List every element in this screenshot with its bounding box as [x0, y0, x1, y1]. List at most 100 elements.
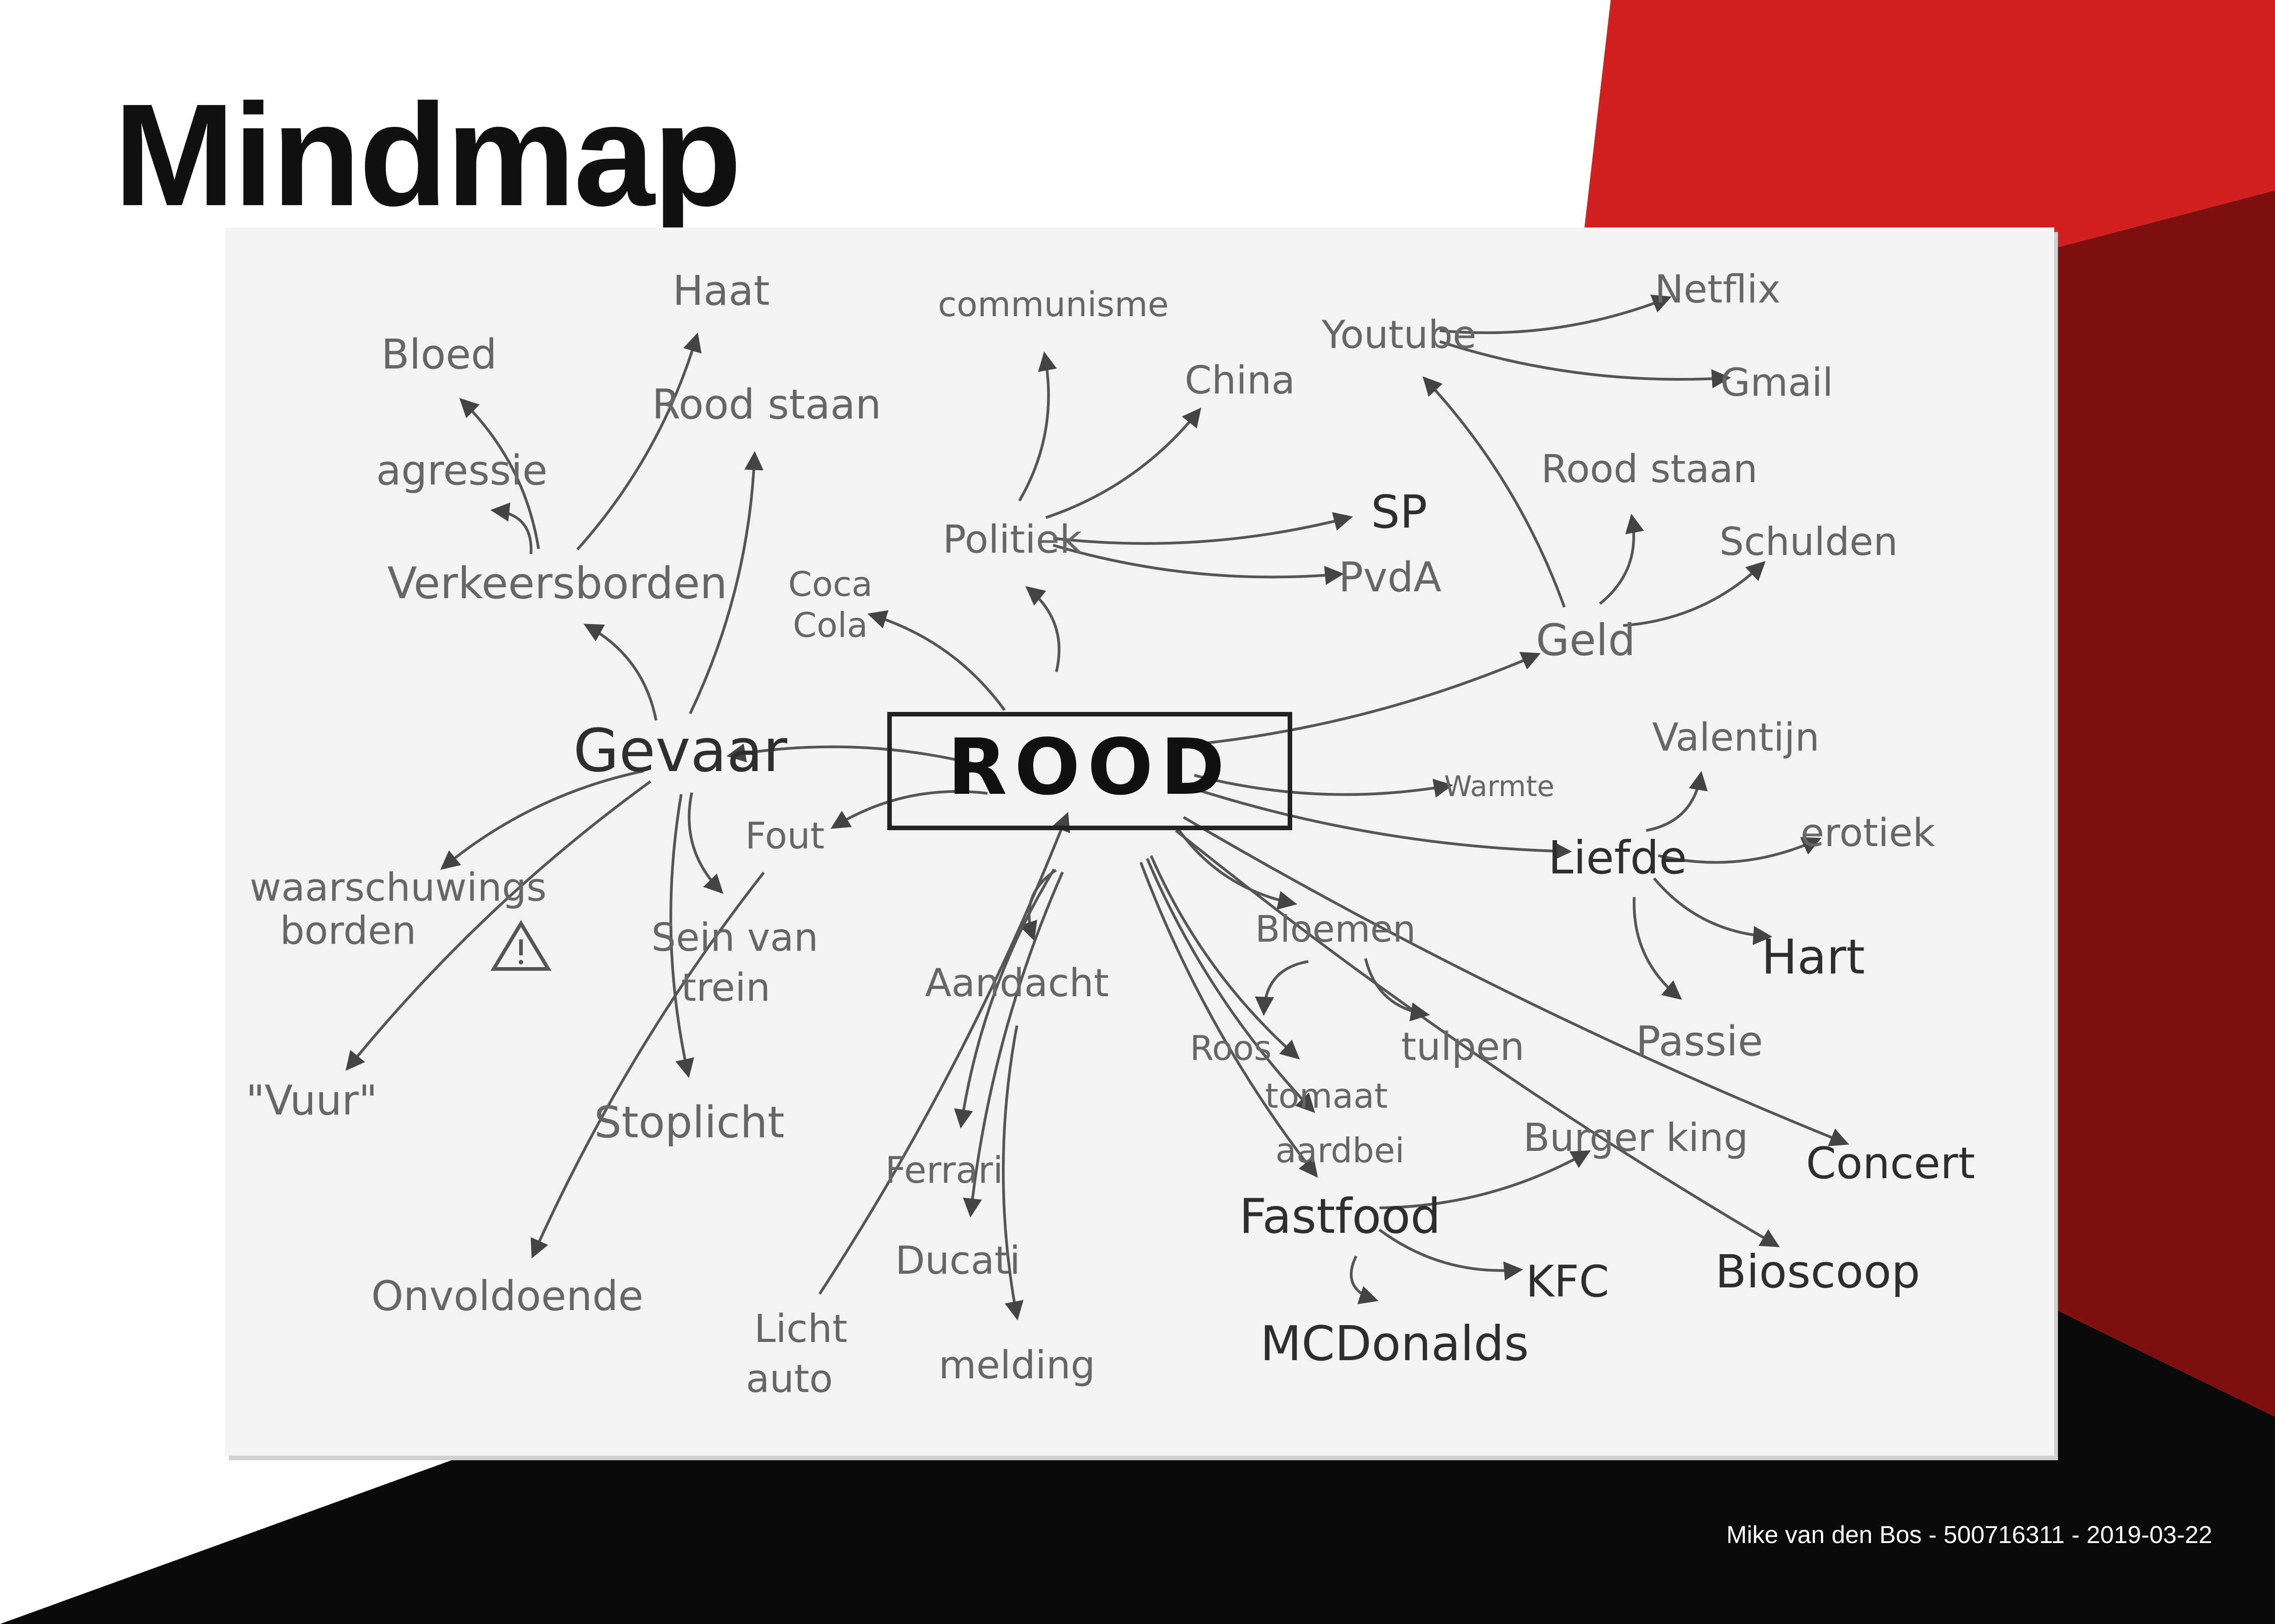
node-trein: trein	[681, 965, 770, 1010]
node-warmte: Warmte	[1444, 770, 1555, 803]
node-gevaar: Gevaar	[573, 716, 788, 785]
node-bioscoop: Bioscoop	[1715, 1245, 1921, 1298]
edge-liefde-valentijn	[1646, 771, 1708, 832]
edge-gevaar-roodstaan1	[689, 451, 763, 714]
node-gmail: Gmail	[1720, 360, 1833, 405]
edge-fout-onvoldoende	[531, 872, 765, 1259]
node-erotiek: erotiek	[1800, 811, 1935, 856]
edge-verkeersborden-haat	[576, 332, 702, 550]
node-liefde: Liefde	[1548, 831, 1687, 884]
edge-fastfood-mcdonalds	[1350, 1255, 1379, 1305]
edge-center-warmte	[1194, 774, 1453, 798]
center-label: ROOD	[947, 722, 1232, 812]
node-hart: Hart	[1761, 929, 1865, 985]
node-passie: Passie	[1636, 1018, 1763, 1065]
node-vuur: "Vuur"	[246, 1077, 377, 1125]
node-kfc: KFC	[1526, 1257, 1609, 1307]
node-aardbei: aardbei	[1275, 1130, 1405, 1170]
edge-liefde-passie	[1633, 897, 1682, 1000]
node-pvda: PvdA	[1339, 554, 1441, 601]
edge-youtube-gmail	[1439, 340, 1731, 388]
edge-geld-roodstaan2	[1599, 514, 1644, 605]
node-youtube: Youtube	[1321, 313, 1476, 358]
page-title: Mindmap	[114, 73, 742, 236]
mindmap-edges	[345, 294, 1850, 1321]
node-tomaat: tomaat	[1265, 1076, 1388, 1116]
node-tulpen: tulpen	[1401, 1024, 1525, 1069]
edge-liefde-erotiek	[1658, 837, 1822, 864]
edge-center-ferrari	[954, 868, 1056, 1129]
edge-politiek-pvda	[1052, 544, 1344, 585]
node-sp: SP	[1371, 485, 1427, 539]
node-waarschuwings: waarschuwings	[250, 865, 547, 910]
node-communisme: communisme	[938, 284, 1168, 324]
edge-verkeersborden-agressie	[490, 502, 533, 554]
node-roodstaan2: Rood staan	[1541, 447, 1758, 492]
node-ducati: Ducati	[895, 1238, 1020, 1283]
edge-center-gevaar	[726, 743, 986, 768]
edge-center-politiek	[1025, 586, 1061, 672]
edge-gevaar-vuur	[345, 780, 652, 1071]
node-concert: Concert	[1806, 1139, 1975, 1189]
node-seinvan: Sein van	[651, 915, 818, 960]
node-aandacht: Aandacht	[925, 961, 1109, 1006]
edge-gevaar-stoplicht	[669, 794, 694, 1078]
node-licht: Licht	[754, 1306, 848, 1352]
node-netflix: Netflix	[1655, 267, 1781, 312]
node-mcdonalds: MCDonalds	[1260, 1316, 1529, 1372]
edge-center-geld	[1191, 652, 1541, 746]
edge-gevaar-verkeersborden	[583, 624, 657, 721]
edge-center-aardbei	[1146, 858, 1315, 1113]
edge-politiek-sp	[1053, 512, 1353, 545]
node-china: China	[1185, 358, 1295, 403]
node-valentijn: Valentijn	[1652, 715, 1820, 760]
node-verkeersborden: Verkeersborden	[388, 559, 728, 609]
dark-red-shape	[2029, 190, 2275, 1417]
node-bloemen: Bloemen	[1255, 908, 1416, 950]
node-schulden: Schulden	[1719, 519, 1898, 565]
node-fastfood: Fastfood	[1239, 1189, 1441, 1244]
node-roodstaan1: Rood staan	[652, 381, 881, 429]
node-bloed: Bloed	[381, 331, 497, 378]
node-coca: Coca	[788, 564, 872, 604]
node-burgerking: Burger king	[1523, 1115, 1749, 1160]
edge-center-fastfood	[1139, 862, 1318, 1178]
node-ferrari: Ferrari	[885, 1149, 1003, 1191]
edge-center-ducati	[963, 871, 1064, 1218]
node-auto: auto	[746, 1357, 833, 1402]
edge-fastfood-kfc	[1378, 1228, 1523, 1281]
node-cola: Cola	[793, 605, 868, 645]
center-box	[887, 712, 1292, 830]
node-agressie: agressie	[376, 447, 548, 494]
red-corner-shape	[1583, 0, 2275, 255]
node-stoplicht: Stoplicht	[594, 1098, 784, 1148]
edge-center-concert	[1183, 816, 1850, 1146]
edge-aandacht-melding	[1002, 1025, 1024, 1321]
node-roos: Roos	[1190, 1028, 1272, 1068]
edge-liefde-hart	[1653, 877, 1773, 945]
edge-politiek-china	[1045, 408, 1202, 519]
warning-triangle-icon	[490, 920, 552, 971]
node-onvoldoende: Onvoldoende	[371, 1272, 643, 1320]
edge-bloemen-roos	[1255, 960, 1309, 1016]
node-geld: Geld	[1536, 615, 1636, 666]
mindmap-nodes: Gevaar Verkeersborden agressie Bloed HaatRoo…	[246, 267, 1975, 1402]
edge-licht-center	[818, 812, 1070, 1295]
node-politiek: Politiek	[943, 517, 1082, 562]
edge-center-liefde	[1192, 787, 1572, 861]
center-node: ROOD	[887, 712, 1292, 830]
edge-center-fout	[830, 790, 988, 829]
author-credit: Mike van den Bos - 500716311 - 2019-03-2…	[1726, 1521, 2212, 1548]
edge-verkeersborden-bloed	[459, 398, 540, 550]
edge-center-bioscoop	[1175, 829, 1780, 1247]
edge-center-bloemen	[1176, 827, 1298, 910]
mindmap: ROOD GevaarVerkeersbordenagressieBloedHa…	[246, 267, 1975, 1402]
edge-center-coca	[867, 610, 1006, 711]
node-melding: melding	[939, 1343, 1095, 1388]
node-haat: Haat	[672, 267, 769, 315]
edge-geld-youtube	[1422, 376, 1566, 608]
edge-youtube-netflix	[1439, 294, 1672, 334]
node-fout: Fout	[745, 815, 824, 857]
edge-politiek-communisme	[1018, 351, 1057, 502]
